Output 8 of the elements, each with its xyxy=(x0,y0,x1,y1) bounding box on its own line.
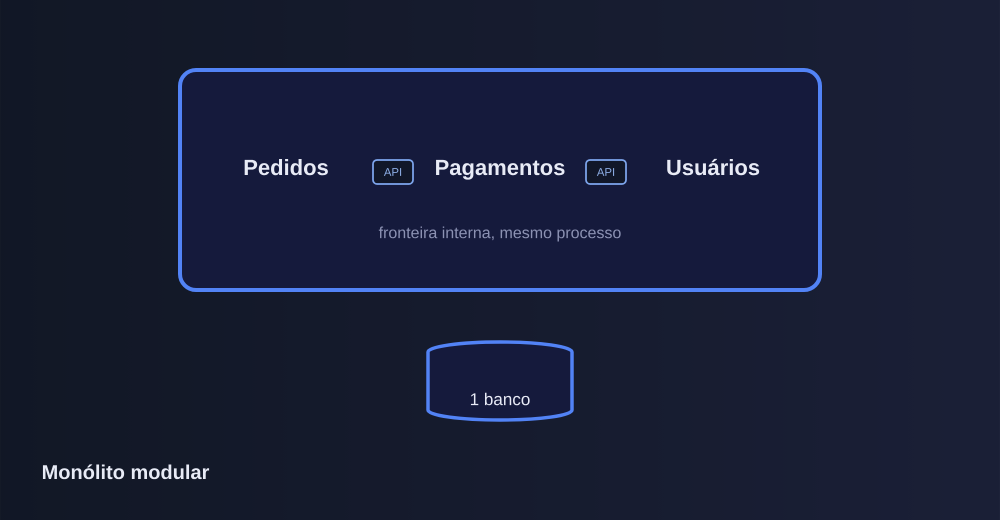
module-name: Usuários xyxy=(667,158,760,176)
module-name: Pagamentos xyxy=(436,160,564,180)
api-badge: API xyxy=(372,159,414,185)
title: Monólito modular xyxy=(42,464,210,480)
boundary-note: fronteira interna, mesmo processo xyxy=(378,226,621,242)
api-badge: API xyxy=(585,159,627,185)
module-name: Pedidos xyxy=(244,159,328,176)
database-cylinder: 1 banco xyxy=(426,340,574,422)
